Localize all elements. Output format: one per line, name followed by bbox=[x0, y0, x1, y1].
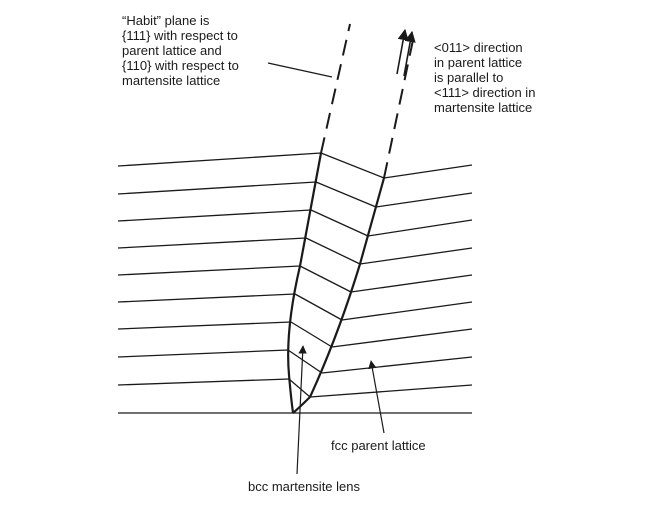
habit-plane-leader bbox=[267, 62, 333, 78]
annotation-line: {110} with respect to bbox=[122, 58, 239, 73]
lattice-plane-line bbox=[117, 265, 301, 276]
lens-plane-line bbox=[290, 321, 333, 348]
lattice-plane-line bbox=[359, 247, 473, 265]
annotation-line: <011> direction bbox=[434, 40, 523, 55]
parent-lattice-left bbox=[117, 152, 322, 414]
lattice-plane-line bbox=[117, 237, 307, 249]
lattice-plane-line bbox=[117, 349, 289, 358]
lens-plane-line bbox=[315, 181, 377, 208]
lattice-plane-line bbox=[117, 181, 317, 195]
annotation-line: “Habit” plane is bbox=[122, 13, 210, 28]
lens-plane-line bbox=[287, 349, 323, 374]
lens-boundary-left bbox=[287, 152, 323, 414]
lattice-plane-line bbox=[117, 321, 292, 330]
lens-plane-line bbox=[305, 237, 361, 265]
bcc-leader bbox=[296, 345, 307, 475]
lattice-plane-line bbox=[341, 301, 473, 321]
annotation-line: in parent lattice bbox=[434, 55, 523, 70]
lattice-plane-line bbox=[117, 293, 296, 303]
parent-lattice-right bbox=[293, 164, 473, 414]
lattice-plane-line bbox=[117, 378, 290, 386]
annotation-line: parent lattice and bbox=[122, 43, 222, 58]
bcc-martensite-lens-label: bcc martensite lens bbox=[248, 479, 360, 494]
lens-plane-line bbox=[299, 265, 352, 293]
lattice-plane-line bbox=[117, 152, 322, 167]
lattice-plane-line bbox=[383, 164, 473, 179]
lattice-plane-line bbox=[367, 219, 473, 237]
annotation-line: is parallel to bbox=[434, 70, 504, 85]
lattice-plane-line bbox=[117, 209, 312, 222]
lens-plane-line bbox=[310, 209, 369, 237]
lattice-plane-line bbox=[331, 328, 473, 348]
habit-plane-line-left bbox=[320, 23, 351, 154]
direction-annotation: <011> direction in parent lattice is par… bbox=[434, 40, 535, 115]
lattice-plane-line bbox=[321, 356, 473, 374]
lens-plane-line bbox=[288, 378, 311, 398]
lens-plane-line bbox=[320, 152, 385, 179]
fcc-leader bbox=[368, 360, 385, 434]
annotation-line: martensite lattice bbox=[122, 73, 221, 88]
annotation-line: martensite lattice bbox=[434, 100, 533, 115]
lens-boundary-right bbox=[292, 177, 386, 414]
lattice-plane-line bbox=[309, 384, 473, 398]
direction-arrow-2 bbox=[403, 30, 416, 77]
annotation-line: {111} with respect to bbox=[122, 28, 238, 43]
martensite-lattice bbox=[287, 152, 385, 398]
direction-arrow-1 bbox=[396, 28, 409, 75]
lattice-plane-line bbox=[375, 192, 473, 208]
habit-plane-annotation: “Habit” plane is {111} with respect to p… bbox=[122, 13, 239, 88]
annotation-line: <111> direction in bbox=[434, 85, 536, 100]
lattice-plane-line bbox=[350, 274, 473, 293]
lens-plane-line bbox=[294, 293, 343, 321]
fcc-parent-lattice-label: fcc parent lattice bbox=[331, 438, 426, 453]
habit-plane-line-right bbox=[383, 39, 414, 179]
